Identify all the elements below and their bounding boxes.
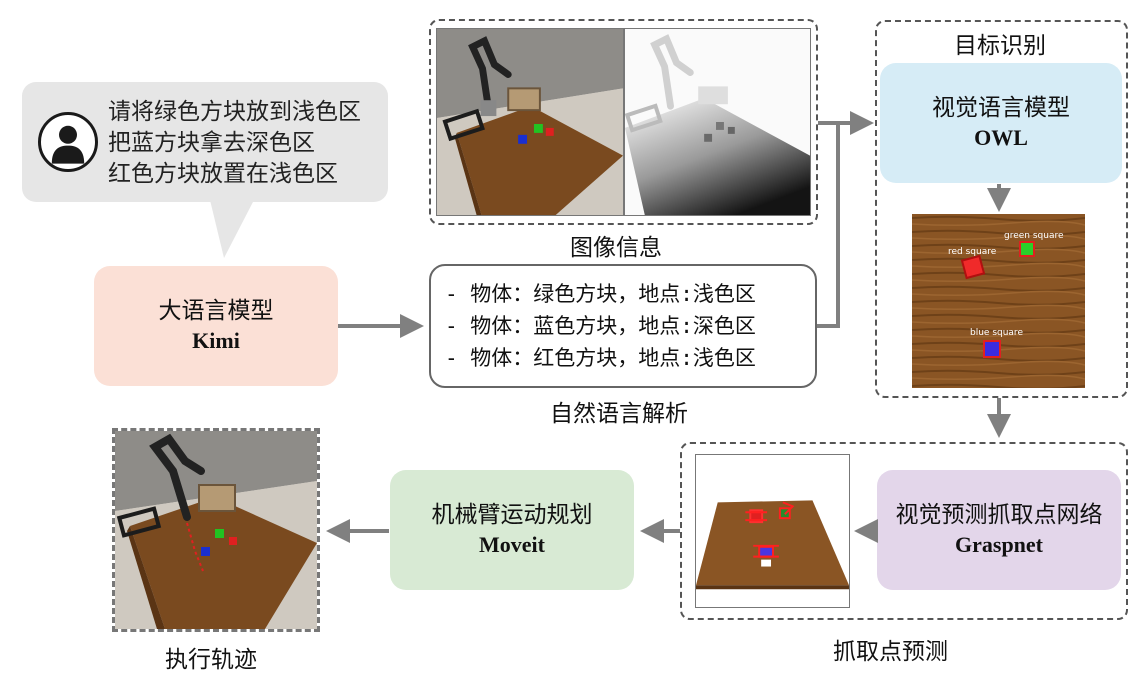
grasp-image	[695, 454, 850, 608]
target-recognition-group	[875, 20, 1128, 398]
nlp-line: - 物体：绿色方块，地点:浅色区	[445, 282, 756, 306]
graspnet-box: 视觉预测抓取点网络 Graspnet	[877, 470, 1121, 590]
vlm-title: 视觉语言模型	[932, 95, 1070, 120]
green-square-label: green square	[1004, 231, 1064, 241]
user-prompt-line: 请将绿色方块放到浅色区	[108, 99, 361, 124]
nlp-line: - 物体：蓝色方块，地点:深色区	[445, 314, 756, 338]
nlp-line: - 物体：红色方块，地点:浅色区	[445, 346, 756, 370]
grasp-prediction-caption: 抓取点预测	[833, 639, 948, 664]
llm-title: 大语言模型	[158, 298, 274, 323]
red-square-label: red square	[948, 247, 997, 257]
user-avatar-icon	[38, 112, 98, 172]
llm-box: 大语言模型 Kimi	[94, 266, 338, 386]
graspnet-title: 视觉预测抓取点网络	[895, 502, 1103, 527]
user-prompt-line: 红色方块放置在浅色区	[108, 161, 338, 186]
image-info-group	[429, 19, 818, 225]
target-recognition-title: 目标识别	[950, 26, 1050, 60]
graspnet-name: Graspnet	[955, 532, 1043, 557]
execution-caption: 执行轨迹	[165, 647, 257, 672]
speech-bubble-tail	[210, 200, 254, 258]
nlp-caption: 自然语言解析	[550, 401, 688, 426]
vlm-box: 视觉语言模型 OWL	[880, 63, 1122, 183]
depth-image	[624, 28, 811, 216]
moveit-title: 机械臂运动规划	[431, 502, 593, 527]
llm-name: Kimi	[192, 328, 240, 353]
grasp-prediction-group	[680, 442, 1128, 620]
image-info-caption: 图像信息	[570, 235, 662, 260]
vlm-name: OWL	[974, 125, 1028, 150]
user-prompt-line: 把蓝方块拿去深色区	[108, 130, 315, 155]
user-prompt-text: 请将绿色方块放到浅色区 把蓝方块拿去深色区 红色方块放置在浅色区	[108, 96, 361, 189]
nlp-result-box: - 物体：绿色方块，地点:浅色区 - 物体：蓝色方块，地点:深色区 - 物体：红…	[429, 264, 817, 388]
execution-image	[112, 428, 320, 632]
blue-square-label: blue square	[970, 328, 1023, 338]
moveit-box: 机械臂运动规划 Moveit	[390, 470, 634, 590]
moveit-name: Moveit	[479, 532, 545, 557]
rgb-image	[436, 28, 624, 216]
connector-nlp	[817, 123, 840, 328]
detection-image: green square red square blue square	[912, 214, 1085, 388]
